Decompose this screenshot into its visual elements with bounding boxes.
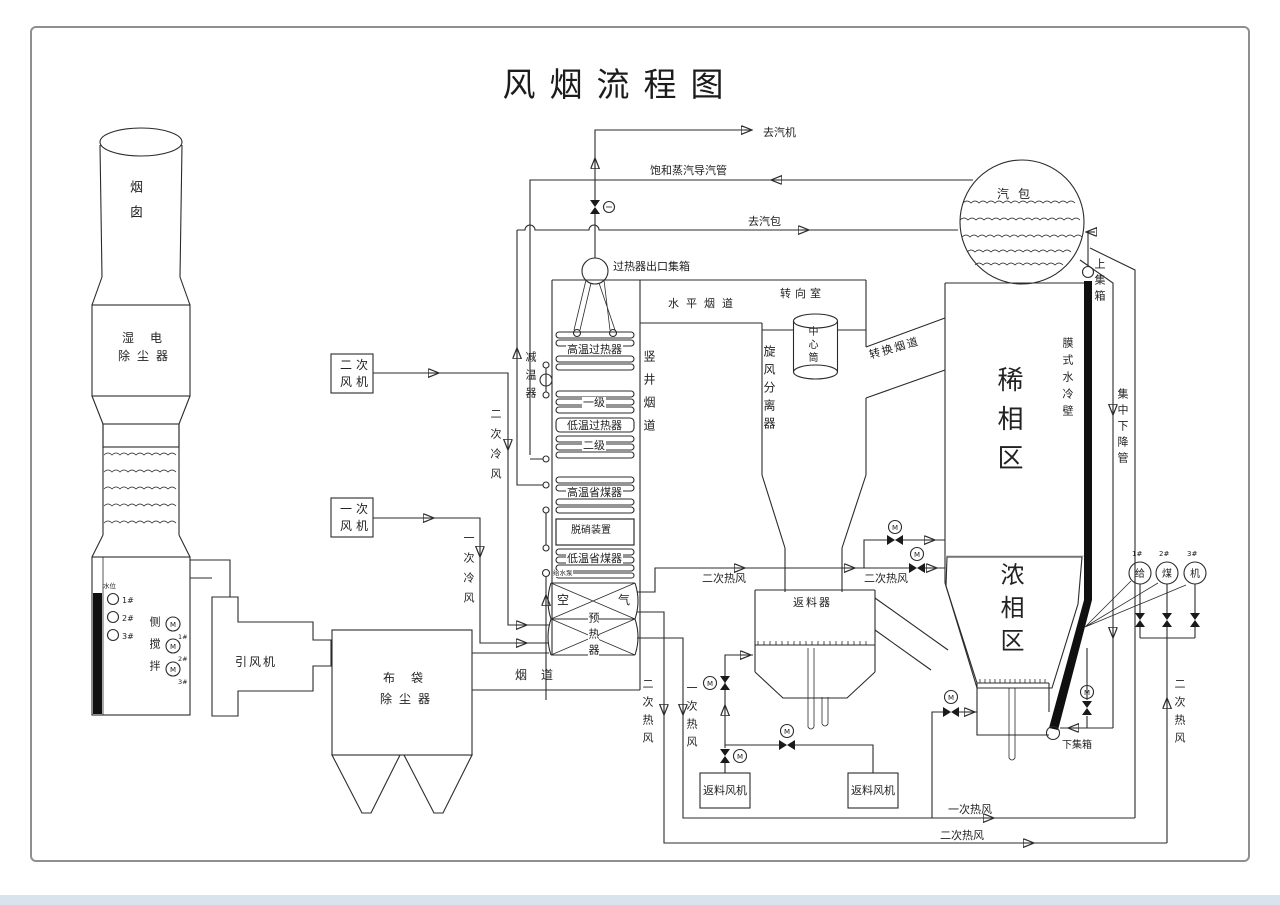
flow-arrows	[424, 130, 1167, 843]
svg-text:3#: 3#	[178, 678, 188, 686]
label-downcomer: 集中下降管	[1116, 388, 1129, 468]
svg-text:M: M	[948, 694, 954, 702]
label-sh-outlet-header: 过热器出口集箱	[613, 260, 690, 273]
label-shaft-flue: 竖井烟道	[642, 350, 656, 442]
label-secondary-hot-air-a: 二次热风	[702, 572, 746, 585]
hot-air-lines: M M M	[637, 519, 1167, 844]
svg-text:机: 机	[1190, 567, 1200, 580]
label-stage2: 二级	[582, 439, 606, 452]
svg-text:3#: 3#	[1187, 550, 1197, 558]
svg-text:2#: 2#	[178, 655, 188, 663]
label-wet-esp-1: 湿电	[122, 331, 179, 345]
label-secondary-hot-air-left: 二次热风	[641, 678, 654, 750]
label-lt-superheater: 低温过热器	[567, 419, 622, 432]
label-primary-fan-1: 一次	[340, 502, 373, 516]
label-to-drum: 去汽包	[748, 215, 781, 228]
label-ht-superheater: 高温过热器	[566, 343, 623, 356]
label-id-fan: 引风机	[235, 655, 278, 669]
label-loop-seal: 返料器	[793, 596, 832, 609]
svg-text:M: M	[914, 551, 920, 559]
label-cyclone: 旋风分离器	[762, 345, 776, 435]
label-side-mixer: 侧搅拌	[148, 616, 161, 682]
svg-text:M: M	[784, 728, 790, 736]
svg-text:3#: 3#	[122, 632, 134, 641]
label-dense-zone: 浓相区	[996, 562, 1024, 661]
label-lower-header: 下集箱	[1062, 740, 1092, 751]
label-primary-cold-air: 一次冷风	[462, 532, 475, 612]
drawing-frame	[30, 26, 1250, 862]
label-ht-economizer: 高温省煤器	[566, 486, 623, 499]
flue-and-cyclone	[640, 280, 946, 592]
label-return-fan-2: 返料风机	[851, 784, 895, 797]
label-water-level: 水位	[103, 582, 116, 590]
id-fan	[190, 559, 332, 717]
label-upper-header: 上集箱	[1093, 258, 1106, 306]
svg-text:1#: 1#	[122, 596, 134, 605]
label-bag-filter-1: 布袋	[383, 671, 440, 685]
svg-text:M: M	[170, 666, 176, 674]
label-lt-economizer: 低温省煤器	[566, 552, 623, 565]
wet-esp	[91, 304, 191, 558]
svg-text:2#: 2#	[1159, 550, 1169, 558]
svg-text:煤: 煤	[1162, 567, 1172, 580]
svg-text:1#: 1#	[1132, 550, 1142, 558]
label-secondary-fan-2: 风机	[340, 375, 373, 389]
furnace: M	[944, 231, 1136, 818]
svg-text:M: M	[170, 643, 176, 651]
label-denitration: 脱硝装置	[570, 525, 612, 536]
label-primary-hot-air-left: 一次热风	[685, 682, 698, 754]
label-wet-esp-2: 除尘器	[118, 349, 176, 363]
diagram-title: 风烟流程图	[502, 65, 738, 104]
label-secondary-fan-1: 二次	[340, 358, 373, 372]
label-turning-chamber: 转向室	[780, 287, 825, 300]
coal-feeders: 给 煤 机 1# 2# 3#	[1084, 550, 1207, 843]
label-return-fan-1: 返料风机	[703, 784, 747, 797]
label-desuperheater: 减温器	[524, 351, 537, 405]
label-steam-drum: 汽包	[997, 187, 1040, 201]
bag-filter	[331, 629, 640, 814]
svg-text:M: M	[1084, 689, 1090, 697]
label-aph-air-left: 空	[557, 593, 570, 607]
svg-text:M: M	[707, 680, 713, 688]
label-dilute-zone: 稀相区	[993, 366, 1023, 483]
label-membrane-wall: 膜式水冷壁	[1061, 337, 1074, 422]
label-aph-mid: 预热器	[587, 612, 600, 660]
steam-lines	[516, 129, 973, 486]
svg-text:M: M	[892, 524, 898, 532]
label-to-turbine: 去汽机	[763, 126, 796, 139]
svg-text:M: M	[170, 621, 176, 629]
svg-text:M: M	[737, 753, 743, 761]
svg-text:1#: 1#	[178, 633, 188, 641]
label-primary-hot-air-bottom: 一次热风	[948, 803, 992, 816]
label-flue-duct: 烟道	[515, 668, 568, 682]
label-bag-filter-2: 除尘器	[380, 692, 438, 706]
label-secondary-hot-air-right: 二次热风	[1173, 678, 1186, 750]
bottom-bar	[0, 895, 1280, 905]
label-secondary-hot-air-b: 二次热风	[864, 572, 908, 585]
label-secondary-hot-air-bottom: 二次热风	[940, 829, 984, 842]
label-sat-steam-pipe: 饱和蒸汽导汽管	[650, 164, 727, 177]
svg-text:2#: 2#	[122, 614, 134, 623]
chimney	[91, 127, 191, 306]
svg-text:给: 给	[1135, 567, 1145, 580]
label-primary-fan-2: 风机	[340, 519, 373, 533]
backpass-column	[539, 257, 866, 690]
label-feed-water-pump: 给水泵	[553, 569, 573, 577]
label-aph-air-right: 气	[618, 593, 631, 607]
label-horizontal-flue: 水平烟道	[668, 297, 740, 310]
loop-seal	[754, 589, 949, 730]
steam-drum	[959, 159, 1085, 285]
label-secondary-cold-air: 二次冷风	[489, 408, 502, 488]
scrubber-tank: M M M 1# 2# 3# 1# 2# 3#	[91, 556, 191, 716]
return-fans: M M M	[699, 654, 899, 809]
label-center-tube: 中心筒	[806, 326, 817, 365]
label-stage1: 一级	[582, 396, 606, 409]
label-chimney: 烟囱	[127, 180, 142, 230]
